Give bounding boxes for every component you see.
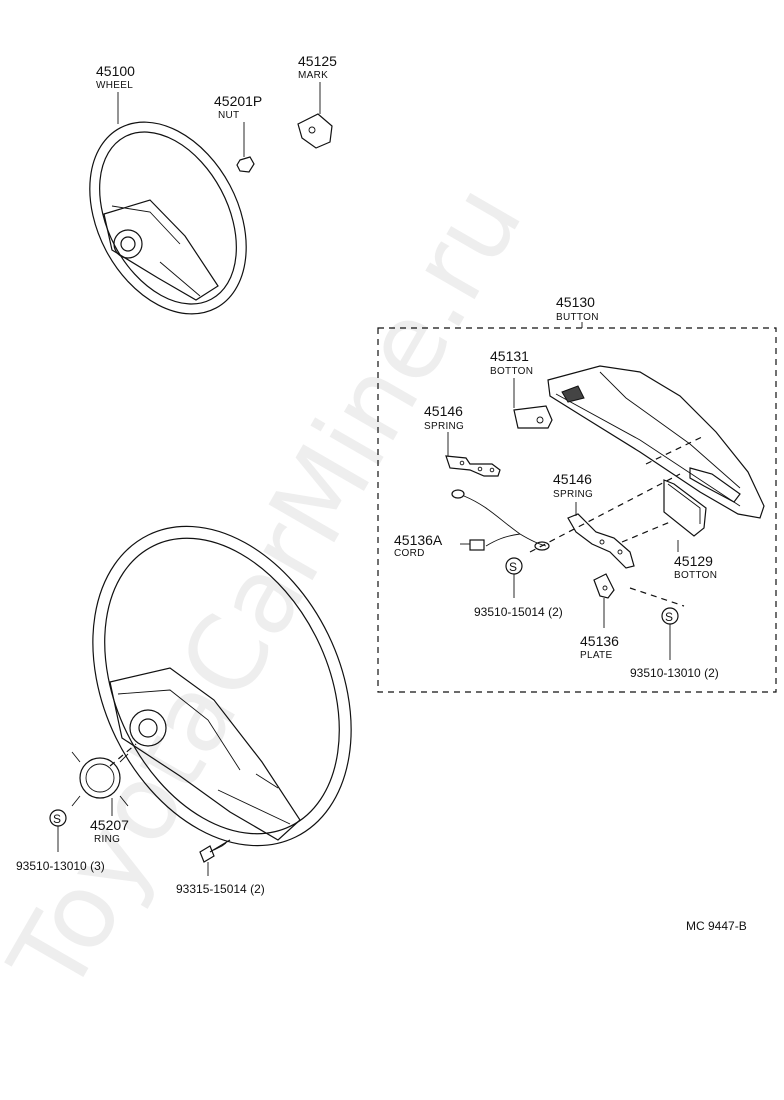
part-45146-left-name: SPRING bbox=[424, 421, 464, 432]
part-45136A-number: 45136A bbox=[394, 532, 443, 548]
part-45129-number: 45129 bbox=[674, 553, 713, 569]
part-45136A-name: CORD bbox=[394, 548, 425, 559]
part-45201P-number: 45201P bbox=[214, 93, 262, 109]
cord-illustration bbox=[451, 489, 550, 551]
part-45131-number: 45131 bbox=[490, 348, 529, 364]
part-45146-left-number: 45146 bbox=[424, 403, 463, 419]
bolt-illustration bbox=[199, 839, 231, 863]
fastener-93510-13010-ring: 93510-13010 (3) bbox=[16, 859, 105, 873]
screw-symbol-15014: S bbox=[505, 557, 523, 575]
part-45130-number: 45130 bbox=[556, 294, 595, 310]
part-45207-name: RING bbox=[94, 834, 120, 845]
part-45207-number: 45207 bbox=[90, 817, 129, 833]
steering-wheel-top-illustration bbox=[89, 121, 247, 315]
part-45131-name: BOTTON bbox=[490, 366, 533, 377]
spring-left-illustration bbox=[445, 455, 501, 477]
botton-45131-illustration bbox=[513, 405, 553, 429]
part-45130-name: BUTTON bbox=[556, 312, 599, 323]
spring-right-illustration bbox=[567, 513, 635, 569]
nut-illustration bbox=[236, 156, 255, 173]
part-45129-name: BOTTON bbox=[674, 570, 717, 581]
screw-s-label: S bbox=[509, 560, 517, 574]
fastener-93510-13010-box: 93510-13010 (2) bbox=[630, 666, 719, 680]
button-assembly-box bbox=[377, 327, 777, 693]
diagram-code: MC 9447-B bbox=[686, 919, 747, 933]
screw-s-label: S bbox=[665, 610, 673, 624]
part-45146-right-number: 45146 bbox=[553, 471, 592, 487]
mark-illustration bbox=[297, 113, 333, 149]
part-45100-name: WHEEL bbox=[96, 80, 133, 91]
button-pad-illustration bbox=[547, 365, 765, 519]
part-45146-right-name: SPRING bbox=[553, 489, 593, 500]
part-45125-number: 45125 bbox=[298, 53, 337, 69]
fastener-93315-15014: 93315-15014 (2) bbox=[176, 882, 265, 896]
botton-45129-illustration bbox=[663, 479, 707, 537]
screw-symbol-13010-box: S bbox=[661, 607, 679, 625]
steering-wheel-bottom-illustration bbox=[92, 525, 352, 847]
fastener-93510-15014: 93510-15014 (2) bbox=[474, 605, 563, 619]
part-45136-number: 45136 bbox=[580, 633, 619, 649]
part-45100-number: 45100 bbox=[96, 63, 135, 79]
watermark: ToyotaCarMine.ru bbox=[0, 165, 546, 1014]
plate-illustration bbox=[593, 573, 615, 599]
part-45201P-name: NUT bbox=[218, 110, 239, 121]
screw-s-label: S bbox=[53, 812, 61, 826]
part-45136-name: PLATE bbox=[580, 650, 612, 661]
part-45125-name: MARK bbox=[298, 70, 328, 81]
ring-illustration bbox=[71, 751, 129, 807]
